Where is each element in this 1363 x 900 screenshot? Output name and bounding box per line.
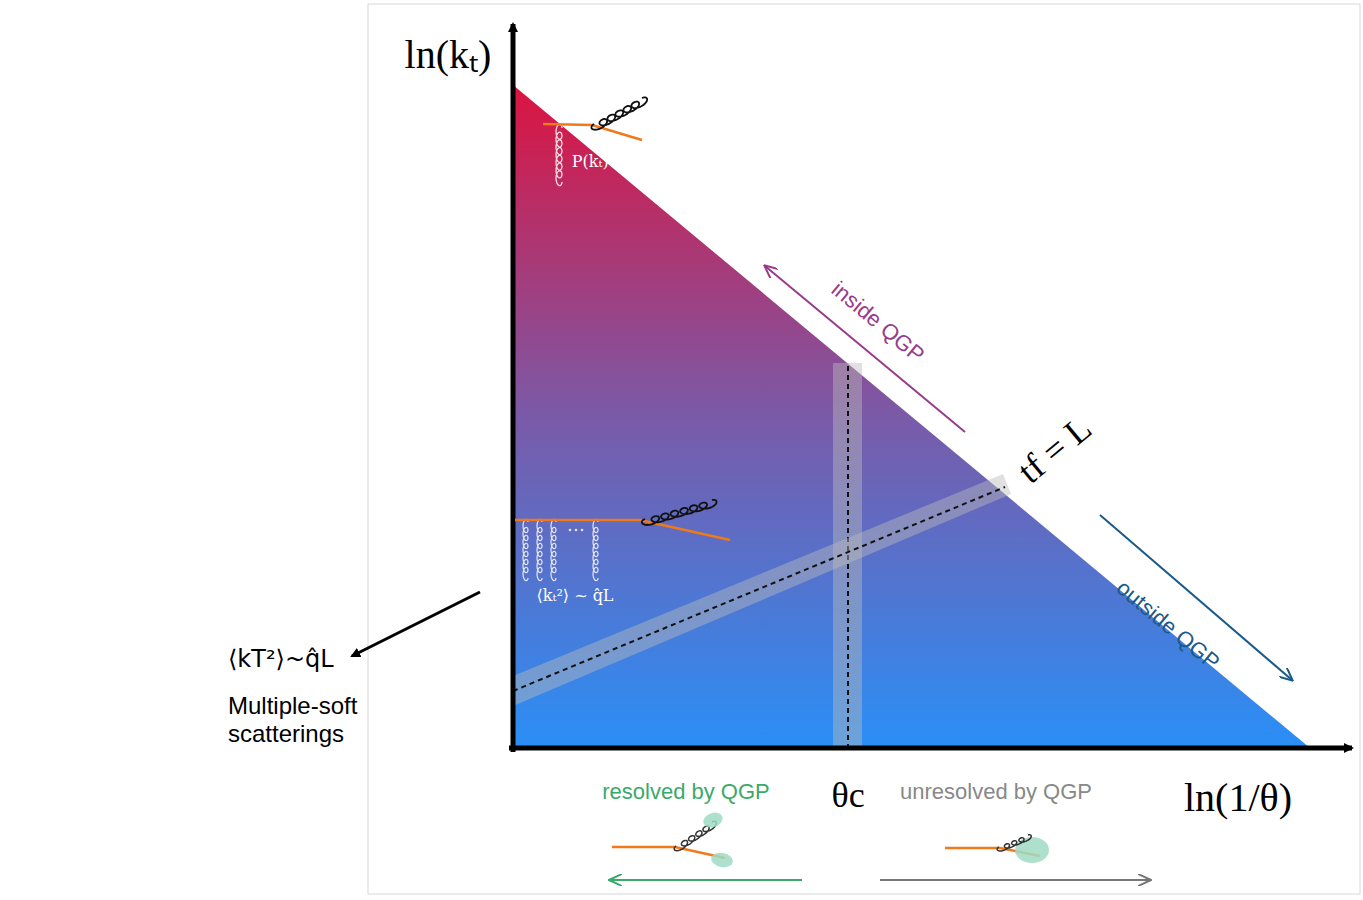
axis-label: ln(kₜ) (405, 32, 492, 78)
x-axis (509, 746, 1352, 751)
resolved-arrow (610, 879, 802, 881)
callout-formula: ⟨kT²⟩~q̂L (228, 646, 334, 674)
medium-blob (710, 851, 734, 869)
gluon-coil (537, 519, 542, 580)
unresolved-arrow (880, 879, 1150, 881)
gluon-coil (556, 124, 562, 185)
gluon-coil (997, 835, 1031, 851)
quark-line (612, 847, 725, 858)
gluon-coil (591, 97, 647, 129)
lund-triangle (513, 85, 1310, 748)
distribution-label: P(kₜ) ∝ kₜ⁻⁴ (572, 153, 658, 171)
feynman-icons (515, 97, 1049, 868)
gluon-coil (551, 519, 556, 580)
callout-arrow (352, 592, 480, 656)
gluon-coil (642, 500, 717, 525)
outside-arrow (1100, 515, 1292, 680)
y-axis (511, 24, 516, 752)
resolution-label: resolved by QGP (602, 779, 770, 804)
axis-tick-label: θc (831, 775, 864, 816)
gluon-coil (593, 519, 598, 580)
resolution-label: unresolved by QGP (900, 779, 1092, 804)
quark-line (515, 520, 730, 540)
panel-frame (368, 4, 1360, 894)
inside-arrow (765, 266, 965, 432)
formation-time-label: tf = L (1008, 406, 1102, 494)
region-label: inside QGP (824, 274, 931, 369)
medium-blob (701, 810, 725, 830)
formation-time-band (513, 474, 1011, 706)
callout-text: Multiple-soft scatterings (228, 692, 398, 747)
gluon-coil (523, 519, 528, 580)
broadening-label: ⟨kₜ²⟩ ~ q̂L (537, 587, 614, 605)
ellipsis-dots (569, 529, 584, 532)
formation-time-line (513, 487, 1005, 691)
axis-label: ln(1/θ) (1184, 775, 1292, 821)
